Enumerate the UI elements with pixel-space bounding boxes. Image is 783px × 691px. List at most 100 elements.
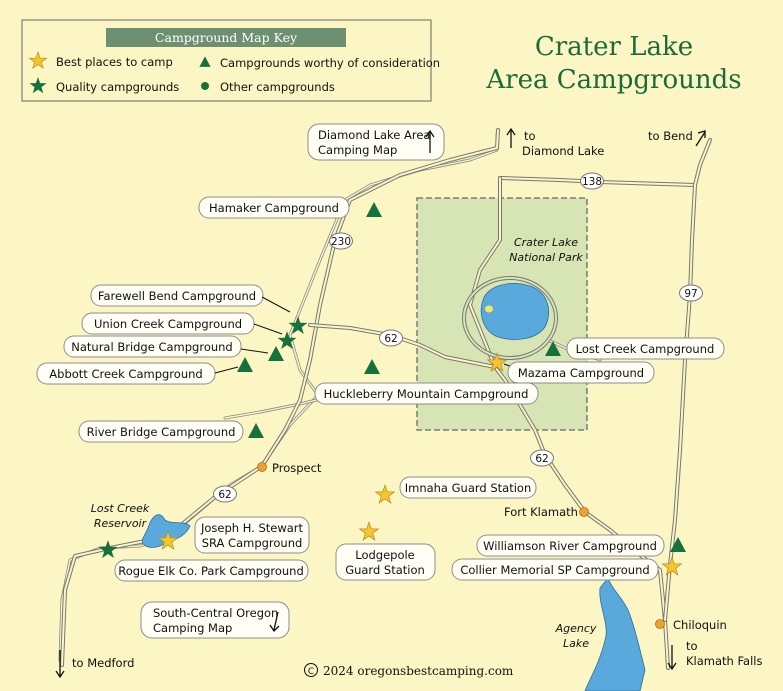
route-shield-62-north: 62 xyxy=(379,329,403,347)
svg-text:Lost Creek Campground: Lost Creek Campground xyxy=(576,342,715,356)
map-key-heading: Campground Map Key xyxy=(155,30,298,45)
to-klamath-2: Klamath Falls xyxy=(686,654,762,668)
agency-lake-label-1: Agency xyxy=(555,622,597,635)
svg-text:Farewell Bend Campground: Farewell Bend Campground xyxy=(98,289,256,303)
svg-text:Mazama Campground: Mazama Campground xyxy=(518,366,644,380)
crater-lake xyxy=(480,283,549,340)
svg-text:Rogue Elk Co. Park Campground: Rogue Elk Co. Park Campground xyxy=(118,564,304,578)
to-diamond-lake-1: to xyxy=(524,129,536,143)
route-shield-62-south: 62 xyxy=(213,485,237,503)
campground-rogue-elk[interactable]: Rogue Elk Co. Park Campground xyxy=(114,559,309,582)
campground-farewell-bend[interactable]: Farewell Bend Campground xyxy=(90,284,264,307)
map-title-line2: Area Campgrounds xyxy=(485,65,741,95)
lost-creek-reservoir xyxy=(141,514,191,548)
farewell-bend-leader xyxy=(261,296,291,313)
abbott-creek-triangle-icon xyxy=(237,357,253,372)
svg-text:230: 230 xyxy=(331,236,351,248)
arrow-to-medford-icon xyxy=(55,650,65,679)
svg-text:Guard Station: Guard Station xyxy=(345,563,425,577)
svg-text:138: 138 xyxy=(582,176,602,188)
campground-lodgepole[interactable]: Lodgepole Guard Station xyxy=(335,543,436,581)
town-fort-klamath: Fort Klamath xyxy=(504,505,578,519)
svg-text:62: 62 xyxy=(384,333,397,345)
campground-huckleberry[interactable]: Huckleberry Mountain Campground xyxy=(314,382,539,405)
svg-text:Huckleberry Mountain Campgroun: Huckleberry Mountain Campground xyxy=(324,387,529,401)
campground-joseph-stewart[interactable]: Joseph H. Stewart SRA Campground xyxy=(194,516,310,554)
key-other-dot-icon xyxy=(201,82,209,90)
svg-text:97: 97 xyxy=(684,288,697,300)
town-fort-klamath-dot xyxy=(579,507,589,517)
arrow-to-bend-icon xyxy=(695,130,706,147)
route-shield-230: 230 xyxy=(329,232,353,250)
copyright: C 2024 oregonsbestcamping.com xyxy=(304,663,514,678)
union-creek-leader xyxy=(253,323,283,335)
svg-text:62: 62 xyxy=(535,453,548,465)
town-prospect-dot xyxy=(257,462,267,472)
campground-williamson[interactable]: Williamson River Campground xyxy=(476,534,665,557)
route-shield-97: 97 xyxy=(679,284,703,302)
campground-river-bridge[interactable]: River Bridge Campground xyxy=(78,420,244,443)
south-central-map-link[interactable]: South-Central Oregon Camping Map xyxy=(140,601,290,639)
svg-text:Union Creek Campground: Union Creek Campground xyxy=(94,317,242,331)
abbott-creek-leader xyxy=(214,366,239,374)
to-klamath-1: to xyxy=(686,639,698,653)
copyright-icon xyxy=(304,663,318,677)
copyright-text: 2024 oregonsbestcamping.com xyxy=(323,664,514,678)
svg-text:Williamson River Campground: Williamson River Campground xyxy=(483,539,657,553)
svg-text:Natural Bridge Campground: Natural Bridge Campground xyxy=(71,340,232,354)
map-key-heading-bar xyxy=(106,28,346,47)
to-medford: to Medford xyxy=(72,656,134,670)
arrow-down-icon xyxy=(269,611,280,633)
arrow-up-icon xyxy=(425,129,435,153)
route-shield-62-east: 62 xyxy=(530,449,554,467)
arrow-to-klamath-icon xyxy=(667,645,677,671)
svg-text:Camping Map: Camping Map xyxy=(318,143,397,157)
reservoir-label-2: Reservoir xyxy=(94,517,148,530)
map-key: Campground Map Key Best places to camp Q… xyxy=(21,19,440,102)
hamaker-triangle-icon xyxy=(366,202,382,217)
svg-text:Abbott Creek Campground: Abbott Creek Campground xyxy=(49,367,202,381)
campground-collier[interactable]: Collier Memorial SP Campground xyxy=(451,558,659,581)
town-prospect: Prospect xyxy=(272,461,322,475)
campground-union-creek[interactable]: Union Creek Campground xyxy=(81,312,255,335)
river-bridge-triangle-icon xyxy=(248,423,264,438)
campground-lost-creek[interactable]: Lost Creek Campground xyxy=(566,337,725,360)
svg-text:Joseph H. Stewart: Joseph H. Stewart xyxy=(200,521,304,535)
svg-text:C: C xyxy=(308,667,314,677)
arrow-to-diamond-lake-icon xyxy=(506,127,516,148)
town-chiloquin: Chiloquin xyxy=(673,618,727,632)
park-label-2: National Park xyxy=(509,251,583,264)
diamond-lake-map-link[interactable]: Diamond Lake Area Camping Map xyxy=(307,123,445,161)
agency-lake xyxy=(584,577,646,691)
svg-text:River Bridge Campground: River Bridge Campground xyxy=(87,425,236,439)
svg-text:Diamond Lake Area: Diamond Lake Area xyxy=(318,128,430,142)
campground-abbott-creek[interactable]: Abbott Creek Campground xyxy=(36,362,216,385)
campground-imnaha[interactable]: Imnaha Guard Station xyxy=(399,476,537,499)
campground-natural-bridge[interactable]: Natural Bridge Campground xyxy=(63,335,242,358)
agency-lake-label-2: Lake xyxy=(563,637,589,650)
to-diamond-lake-2: Diamond Lake xyxy=(522,144,604,158)
route-shield-138: 138 xyxy=(580,172,604,190)
huckleberry-triangle-icon xyxy=(364,359,380,374)
key-quality-label: Quality campgrounds xyxy=(56,80,179,94)
svg-text:62: 62 xyxy=(218,489,231,501)
park-label-1: Crater Lake xyxy=(514,236,578,249)
natural-bridge-leader xyxy=(240,348,269,354)
map-title-line1: Crater Lake xyxy=(535,32,693,62)
svg-text:Collier Memorial SP Campground: Collier Memorial SP Campground xyxy=(460,563,649,577)
reservoir-label-1: Lost Creek xyxy=(91,502,150,515)
wizard-island xyxy=(485,305,493,313)
svg-text:SRA Campground: SRA Campground xyxy=(202,536,303,550)
key-worthy-label: Campgrounds worthy of consideration xyxy=(220,56,440,70)
campground-mazama[interactable]: Mazama Campground xyxy=(507,361,655,384)
key-other-label: Other campgrounds xyxy=(220,80,335,94)
campground-hamaker[interactable]: Hamaker Campground xyxy=(198,196,350,219)
imnaha-star-icon xyxy=(375,484,395,504)
svg-text:Imnaha Guard Station: Imnaha Guard Station xyxy=(405,481,532,495)
town-chiloquin-dot xyxy=(655,619,665,629)
svg-text:Camping Map: Camping Map xyxy=(153,621,232,635)
collier-star-icon xyxy=(662,556,682,576)
svg-text:Hamaker Campground: Hamaker Campground xyxy=(209,201,339,215)
svg-text:South-Central Oregon: South-Central Oregon xyxy=(153,606,278,620)
